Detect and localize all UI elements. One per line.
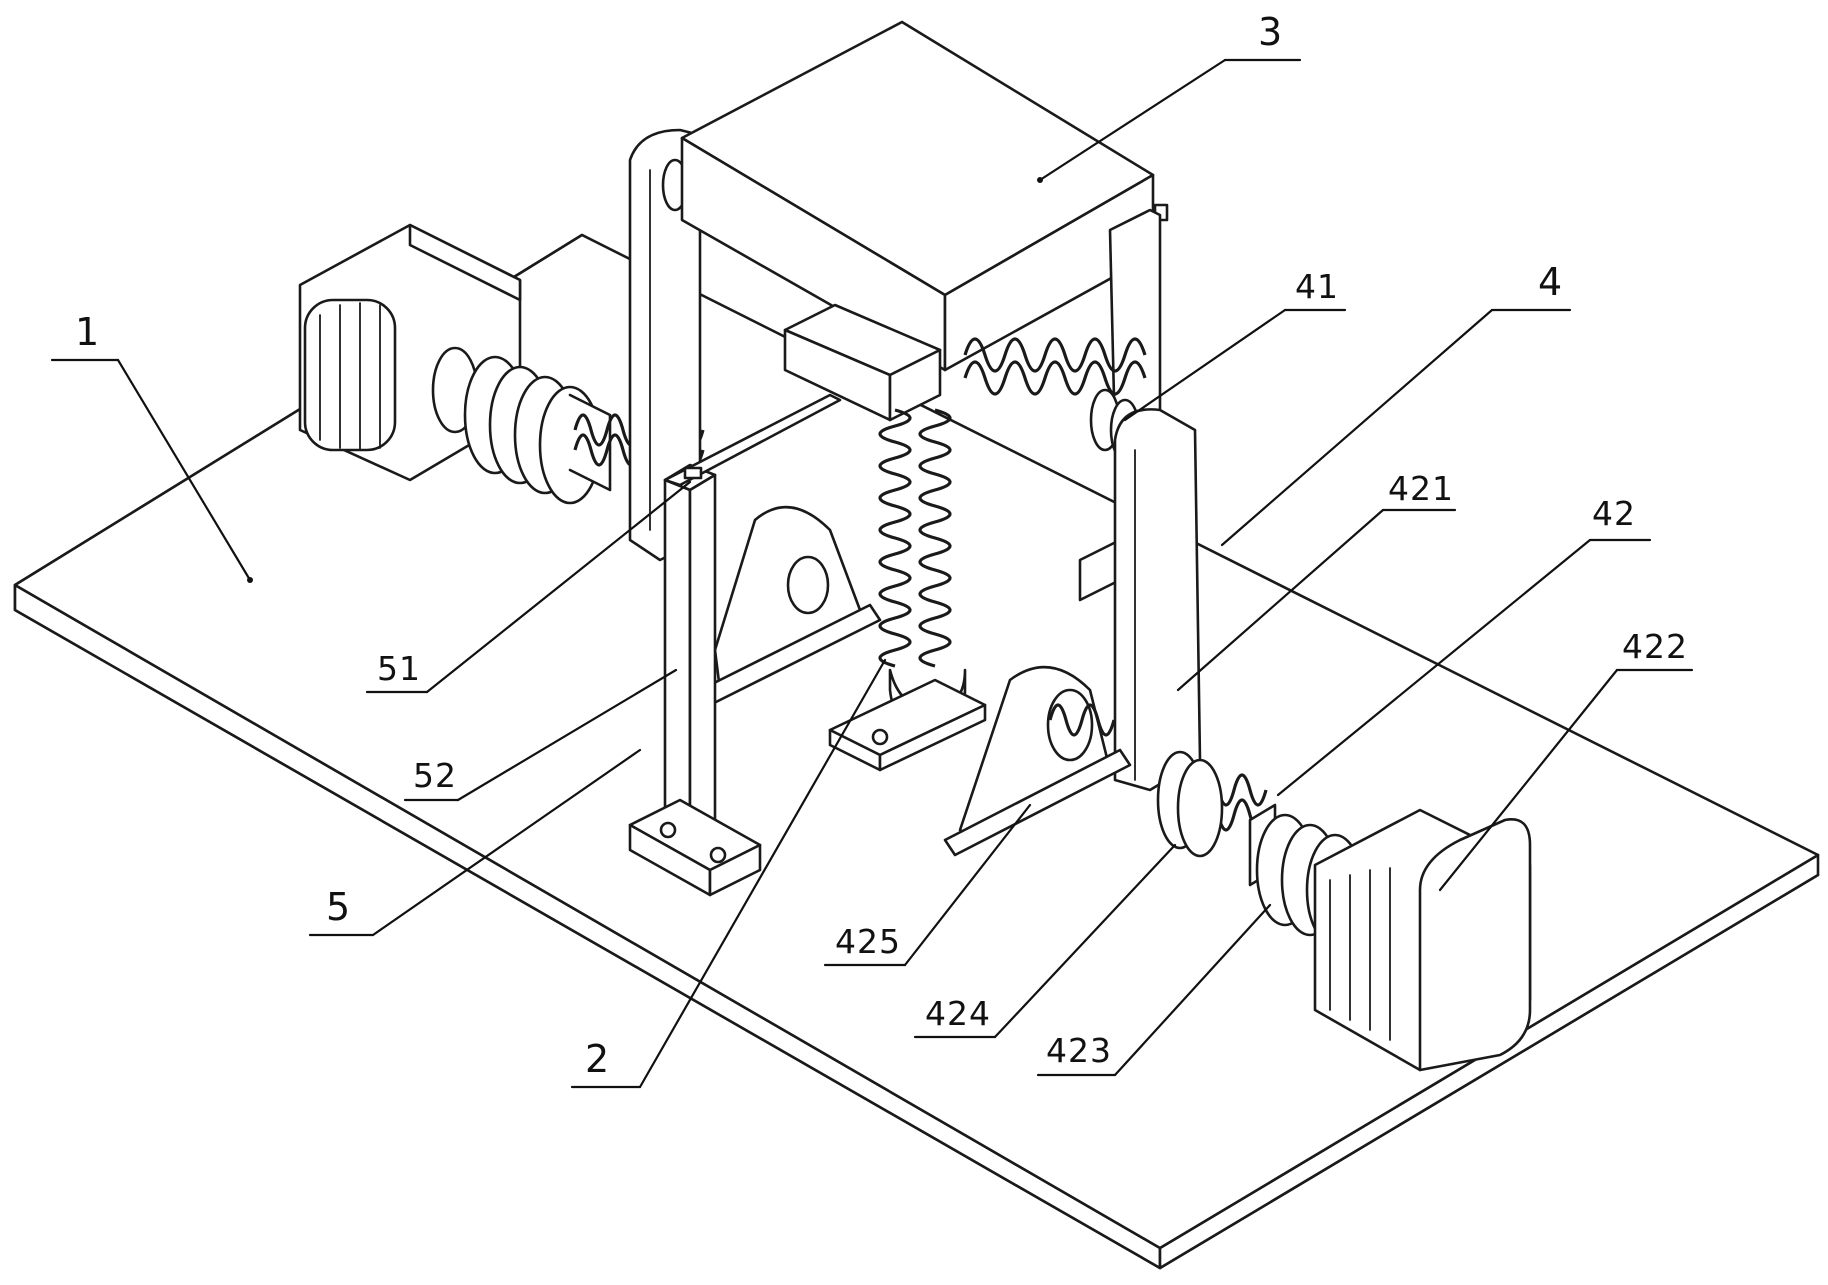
callout-label-4: 4 [1538,260,1562,304]
callout-label-424: 424 [925,994,991,1033]
callout-label-3: 3 [1258,10,1282,54]
callout-label-42: 42 [1592,494,1636,533]
callout-label-421: 421 [1388,469,1454,508]
callout-label-52: 52 [413,756,457,795]
callout-label-425: 425 [835,922,901,961]
callout-label-2: 2 [585,1037,609,1081]
callout-label-41: 41 [1295,267,1339,306]
callout-label-5: 5 [326,885,350,929]
callout-3: 3 [1037,10,1300,183]
callout-label-1: 1 [75,310,99,354]
callout-label-422: 422 [1622,627,1688,666]
callout-label-423: 423 [1046,1031,1112,1070]
right-frame-arm [1115,409,1200,790]
callout-label-51: 51 [377,649,421,688]
top-box [682,22,1167,370]
